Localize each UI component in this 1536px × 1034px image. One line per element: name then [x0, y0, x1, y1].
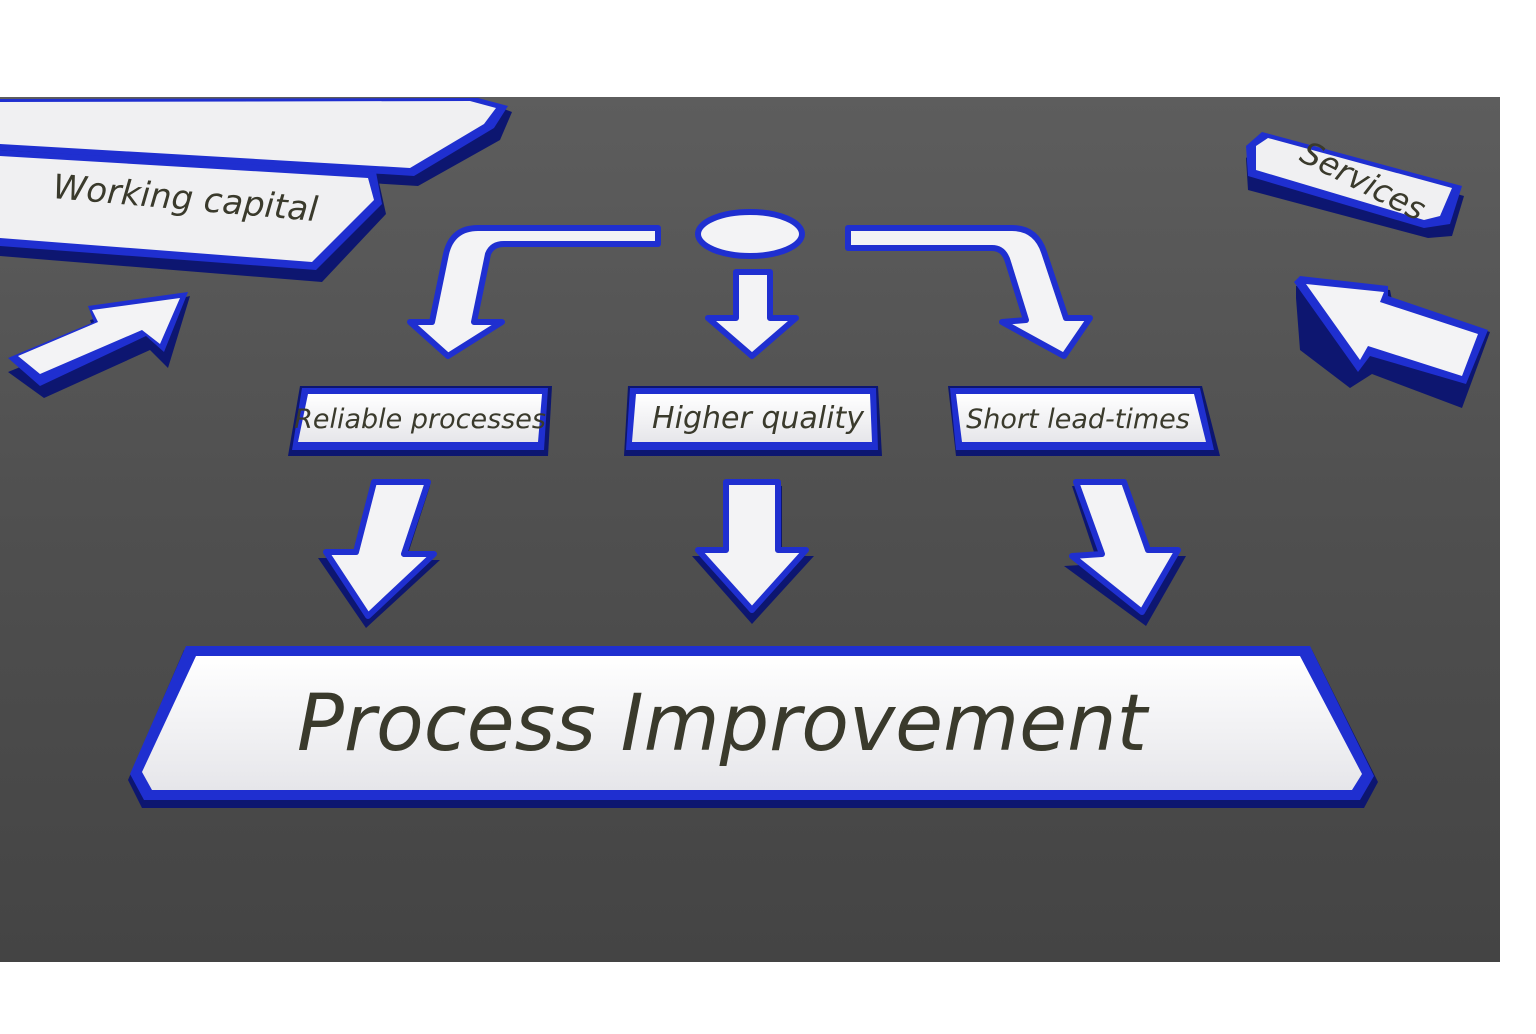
branch-label: Reliable processes	[294, 404, 546, 435]
branch-box-higher-quality: Higher quality	[624, 386, 882, 456]
page-title: Process Improvement	[297, 679, 1150, 769]
top-connector	[407, 209, 1093, 359]
arrow-down-right-icon	[1064, 479, 1186, 626]
arrow-down-center-icon	[692, 479, 814, 624]
branch-box-reliable-processes: Reliable processes	[288, 386, 552, 456]
arrow-stack-right-icon	[1294, 276, 1490, 408]
branch-label: Higher quality	[652, 401, 865, 436]
main-process-panel: Process Improvement	[128, 646, 1378, 808]
working-capital-stack: Working capital	[0, 98, 512, 282]
arrow-stack-left-icon	[8, 292, 190, 398]
branch-box-short-lead-times: Short lead-times	[948, 386, 1220, 456]
start-node-icon	[695, 209, 805, 259]
branch-label: Short lead-times	[966, 404, 1190, 435]
arrow-down-left-icon	[318, 479, 440, 628]
